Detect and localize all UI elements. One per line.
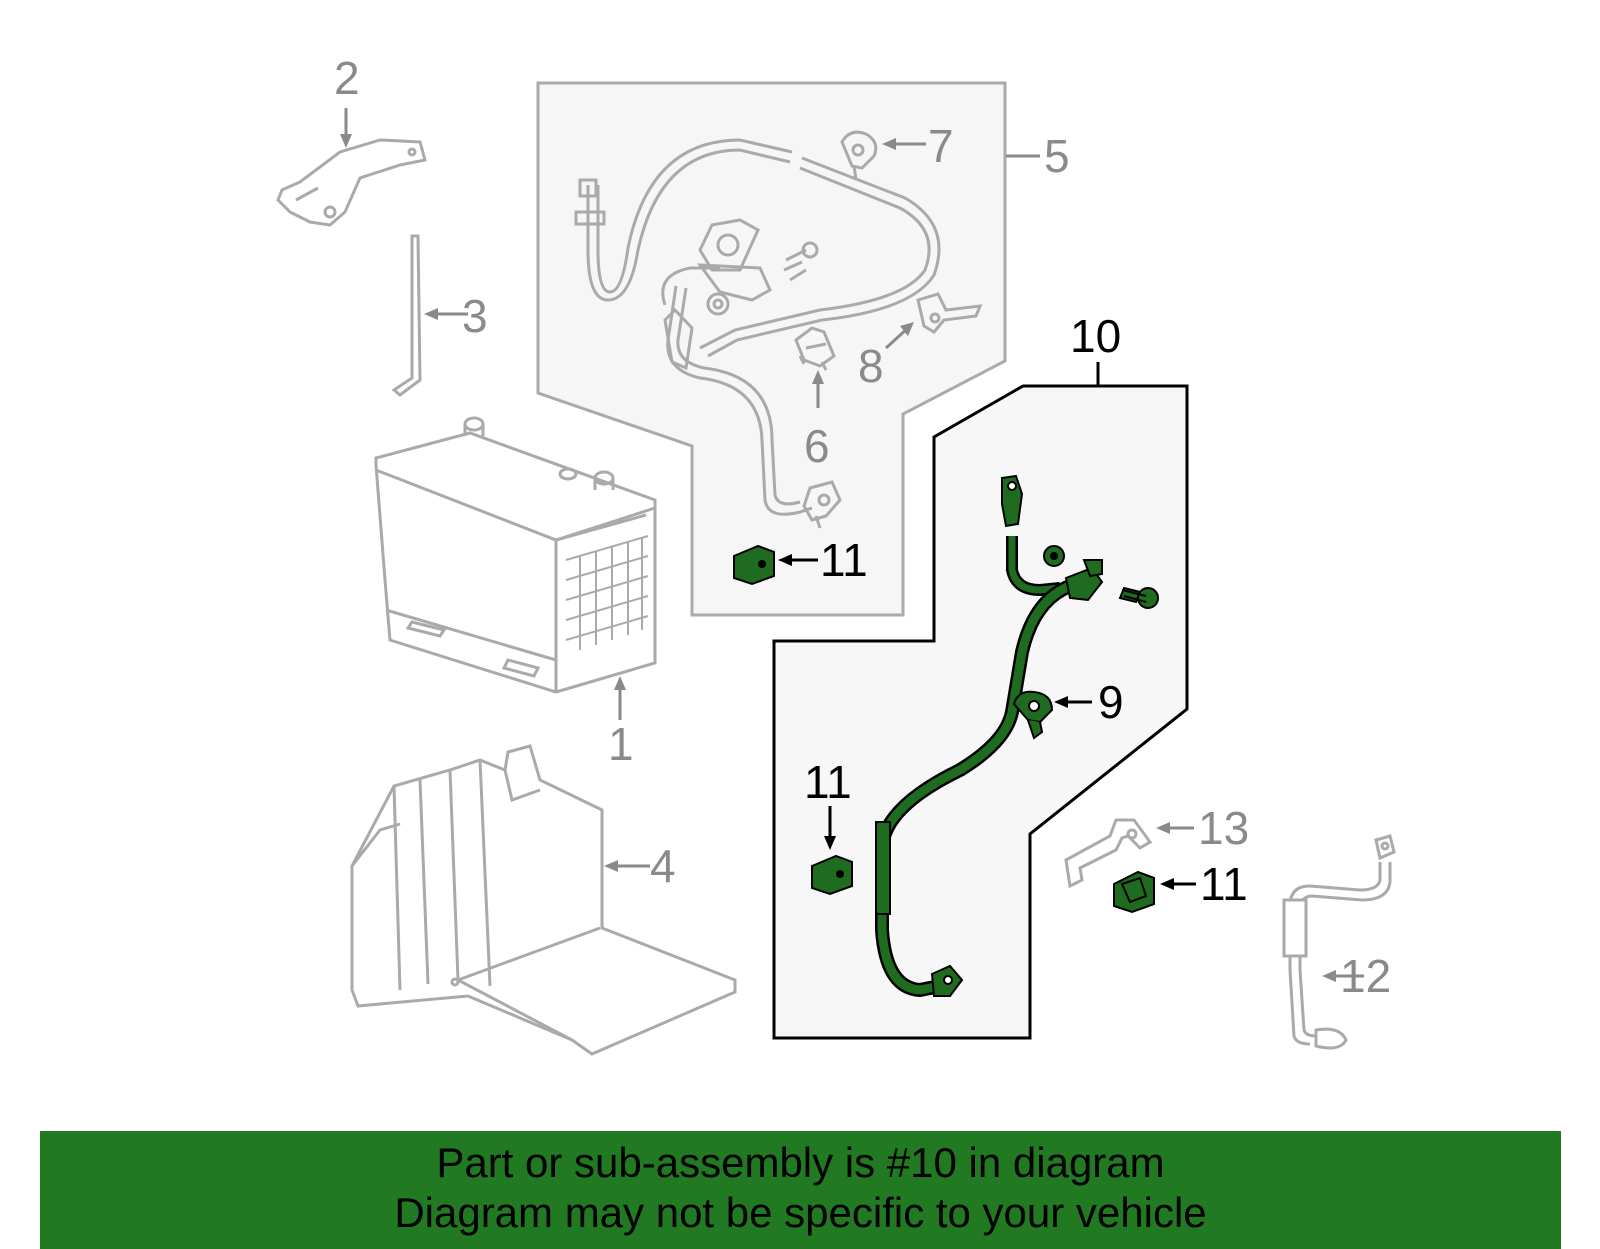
hold-down-rod-part [391, 234, 422, 397]
callout-10: 10 [1070, 310, 1121, 362]
banner-line-part-info: Part or sub-assembly is #10 in diagram [436, 1139, 1165, 1186]
callout-4: 4 [650, 840, 676, 892]
cable-assembly-5-part [574, 138, 941, 529]
callout-5: 5 [1044, 130, 1070, 182]
bracket-13-part [1064, 818, 1153, 889]
battery-tray-part [350, 744, 737, 1056]
battery-part [374, 416, 657, 694]
info-banner: Part or sub-assembly is #10 in diagram D… [40, 1131, 1561, 1249]
leader-lines [340, 108, 1364, 982]
callout-8: 8 [858, 340, 884, 392]
assembly-5-panel [536, 81, 1007, 617]
callout-13: 13 [1198, 802, 1249, 854]
callout-7: 7 [928, 120, 954, 172]
parts-diagram: 2 3 1 4 5 7 6 8 10 9 11 11 11 13 12 [276, 52, 1396, 1056]
battery-hold-bracket-part [276, 138, 427, 227]
ground-cable-12-part [1282, 834, 1396, 1050]
callout-2: 2 [334, 52, 360, 104]
callout-3: 3 [462, 290, 488, 342]
callout-1: 1 [608, 718, 634, 770]
bracket-8-part [916, 292, 983, 334]
callout-12: 12 [1340, 950, 1391, 1002]
clip-6-part [794, 326, 836, 371]
callout-9: 9 [1098, 676, 1124, 728]
clip-11-part-a [733, 544, 775, 586]
callout-6: 6 [804, 420, 830, 472]
clip-7-part [840, 130, 878, 181]
callout-11-c: 11 [1200, 858, 1248, 910]
cable-assembly-10-part [875, 474, 1159, 998]
banner-line-disclaimer: Diagram may not be specific to your vehi… [394, 1189, 1207, 1236]
callout-11-a: 11 [820, 534, 868, 586]
clip-11-part-b [811, 854, 853, 896]
clip-11-part-c [1113, 870, 1155, 914]
callout-11-b: 11 [804, 756, 852, 808]
clip-9-part [1012, 690, 1054, 740]
